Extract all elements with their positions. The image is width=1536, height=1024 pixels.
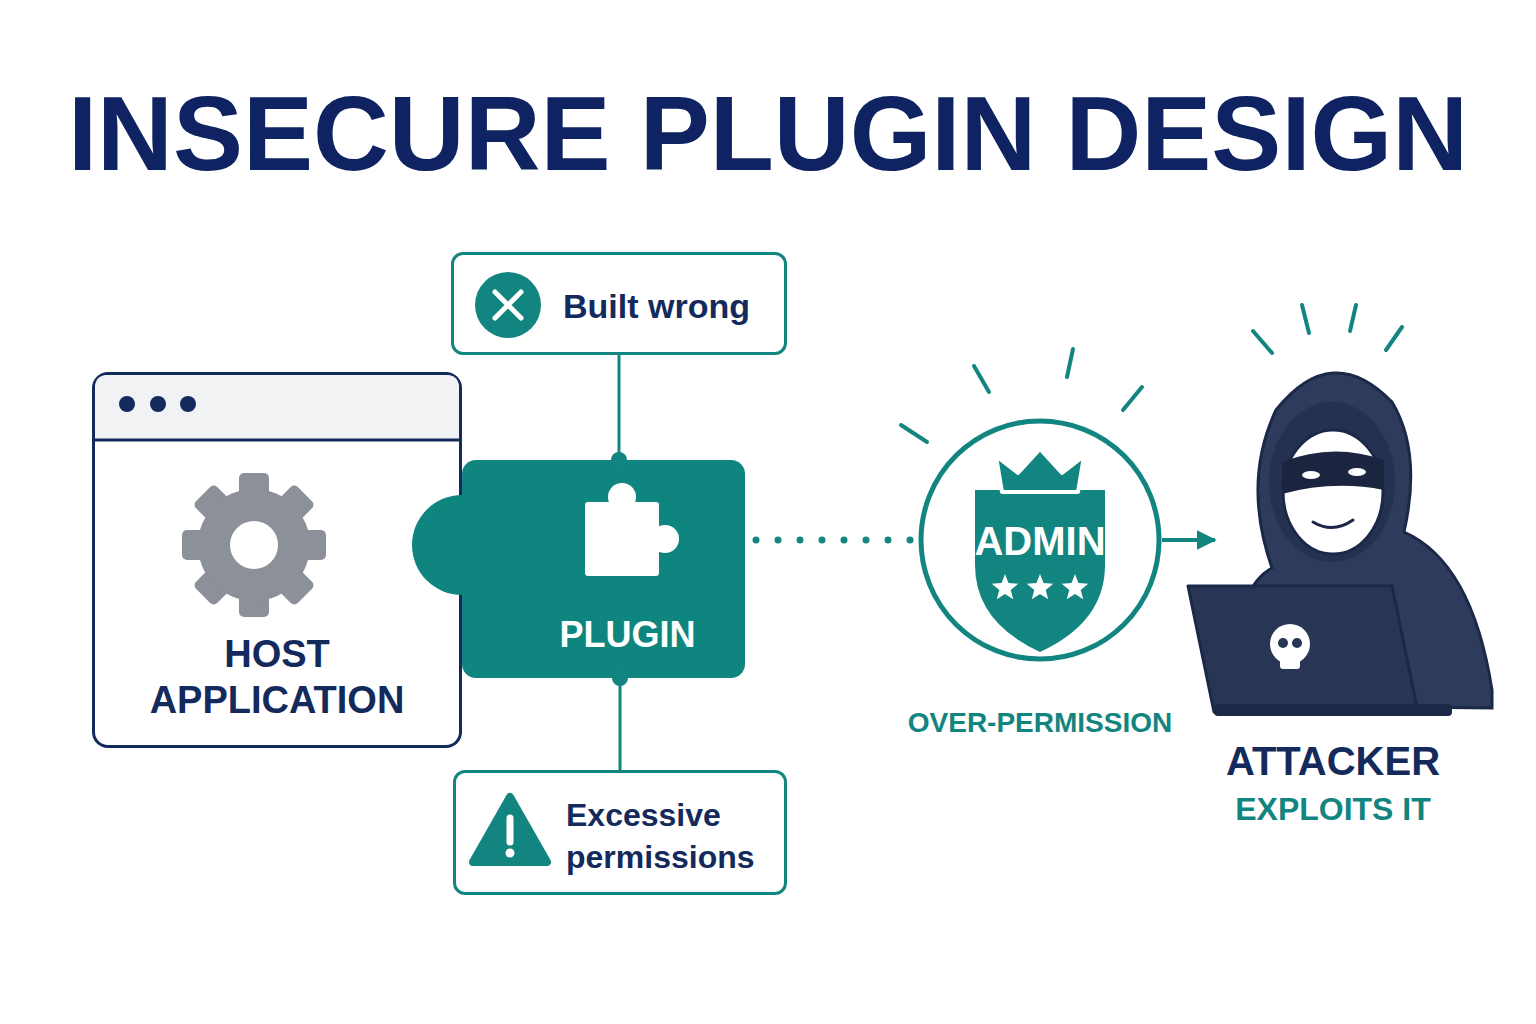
- connector: [619, 678, 622, 770]
- laptop-base: [1214, 704, 1452, 716]
- hacker-eye: [1302, 471, 1320, 479]
- hacker-eye: [1348, 468, 1366, 476]
- actor-label: ATTACKER: [1183, 739, 1483, 783]
- connector: [745, 537, 918, 544]
- connector: [1162, 538, 1215, 542]
- host-window: HOST APPLICATION: [92, 372, 462, 748]
- badge-label: ADMIN: [918, 519, 1162, 563]
- ray: [974, 366, 989, 392]
- caption-label: OVER-PERMISSION: [878, 707, 1202, 739]
- node-label: PLUGIN: [486, 615, 769, 655]
- ray: [1350, 305, 1356, 331]
- hacker-smile: [1313, 520, 1353, 528]
- attacker-figure: ATTACKEREXPLOITS IT: [1215, 330, 1495, 830]
- hacker-hood: [1236, 373, 1492, 708]
- ray: [1123, 387, 1142, 410]
- callout-label: Built wrong: [563, 286, 778, 326]
- hacker-mask: [1282, 451, 1384, 494]
- callout-box: Excessive permissions: [453, 770, 787, 895]
- callout-label: Excessive permissions: [566, 794, 781, 878]
- callout-box: Built wrong: [451, 252, 787, 355]
- alert-rays: [1253, 305, 1402, 353]
- node-label: HOST APPLICATION: [117, 631, 437, 723]
- ray: [1067, 349, 1073, 377]
- skull-eye: [1278, 638, 1288, 648]
- ray: [1302, 305, 1309, 333]
- skull-icon: [1270, 624, 1310, 664]
- figure-bounds: [1215, 330, 1495, 720]
- hacker-face: [1283, 430, 1383, 554]
- plugin-piece: PLUGIN: [462, 460, 745, 678]
- ray: [1253, 331, 1272, 353]
- skull-jaw: [1280, 652, 1300, 669]
- ray: [1386, 327, 1402, 350]
- diagram-title: INSECURE PLUGIN DESIGN: [0, 81, 1536, 186]
- admin-circle: ADMINOVER-PERMISSION: [918, 418, 1162, 748]
- ray: [901, 425, 927, 442]
- actor-caption: EXPLOITS IT: [1183, 791, 1483, 827]
- skull-eye: [1292, 638, 1302, 648]
- figure-outline: [1215, 330, 1495, 720]
- laptop-screen: [1188, 586, 1418, 712]
- hood-opening: [1269, 402, 1395, 562]
- connector: [618, 355, 621, 460]
- plugin-knob: [412, 495, 512, 595]
